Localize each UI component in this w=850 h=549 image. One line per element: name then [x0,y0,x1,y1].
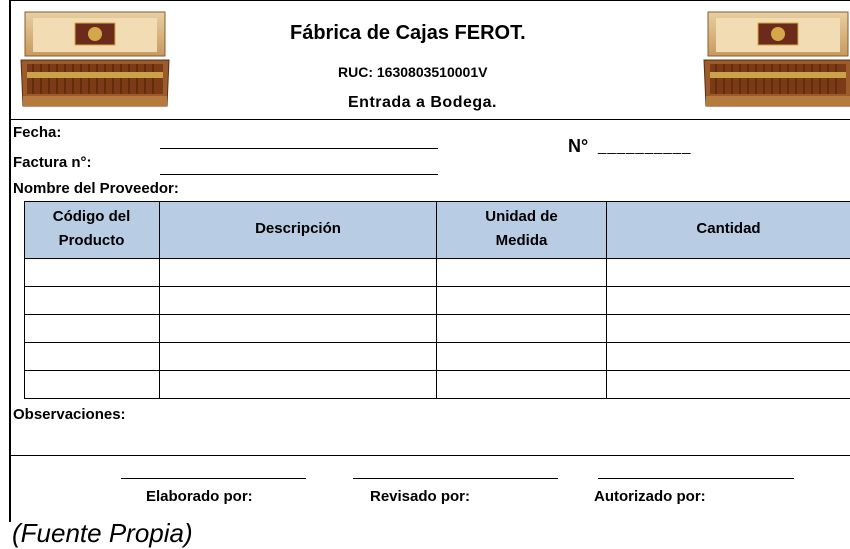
form-subtitle: Entrada a Bodega. [348,94,497,111]
factura-field-line[interactable] [160,174,438,175]
header-divider [9,119,850,120]
header-unidad: Unidad de Medida [437,201,606,258]
observaciones-divider [9,455,850,456]
header-descripcion-label: Descripción [255,220,341,237]
elaborado-label: Elaborado por: [146,488,253,505]
autorizado-label: Autorizado por: [594,488,706,505]
column-divider [436,201,437,399]
signature-line-revisado[interactable] [353,478,558,479]
proveedor-label: Nombre del Proveedor: [13,180,179,197]
table-top-border [24,201,850,202]
table-row [24,314,850,315]
products-table: Código del Producto Descripción Unidad d… [24,201,850,399]
column-divider [606,201,607,399]
column-divider [24,201,25,399]
factura-label: Factura n°: [13,154,92,171]
cigar-box-image-right [703,11,850,107]
table-row [24,258,850,259]
table-row [24,342,850,343]
header-codigo: Código del Producto [24,201,159,258]
numero-label: N° [568,136,589,156]
table-row [24,286,850,287]
fecha-label: Fecha: [13,124,62,141]
table-bottom-border [24,398,850,399]
revisado-label: Revisado por: [370,488,471,505]
header-cantidad-label: Cantidad [696,220,761,237]
numero-blank[interactable]: __________ [598,138,692,155]
signature-line-autorizado[interactable] [598,478,794,479]
source-caption: (Fuente Propia) [12,518,193,548]
header-cantidad: Cantidad [607,201,850,258]
column-divider [159,201,160,399]
header-unidad-line2: Medida [495,232,548,249]
header-unidad-line1: Unidad de [485,208,558,225]
header-codigo-line2: Producto [58,232,125,249]
signature-line-elaborado[interactable] [121,478,306,479]
observaciones-label: Observaciones: [13,406,126,423]
table-row [24,370,850,371]
ruc-number: RUC: 1630803510001V [338,64,488,80]
form-sheet [9,0,850,522]
company-title: Fábrica de Cajas FEROT. [290,22,526,44]
cigar-box-image-left [20,11,170,107]
fecha-field-line[interactable] [160,148,438,149]
header-descripcion: Descripción [160,201,436,258]
header-codigo-line1: Código del [52,208,131,225]
